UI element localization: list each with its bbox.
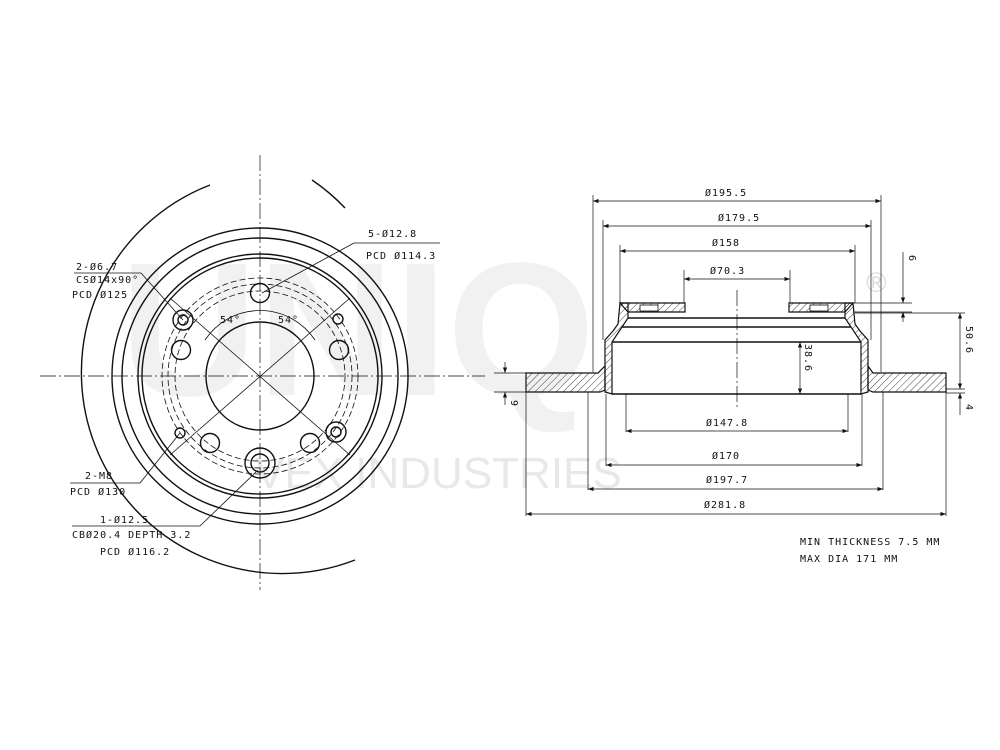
note-max-dia: MAX DIA 171 MM <box>800 554 898 565</box>
counterbore-hole <box>244 447 276 479</box>
extension-lines <box>525 195 947 516</box>
dim-d4: Ø70.3 <box>710 265 745 277</box>
lug-hole <box>249 282 271 304</box>
callout-lug-holes: 5-Ø12.8 PCD Ø114.3 <box>261 228 440 294</box>
svg-text:PCD Ø130: PCD Ø130 <box>70 486 126 498</box>
dim-d6: Ø170 <box>712 450 740 462</box>
svg-text:PCD Ø114.3: PCD Ø114.3 <box>366 250 436 262</box>
svg-text:2-M8: 2-M8 <box>85 471 113 482</box>
dim-top-flange: 6 <box>906 255 917 262</box>
dim-rotor-thickness: 9 <box>508 400 519 407</box>
dim-d8: Ø281.8 <box>704 499 746 511</box>
dim-d2: Ø179.5 <box>718 212 760 224</box>
countersink-hole <box>172 309 194 331</box>
angle-label-right: 54° <box>278 315 299 326</box>
angle-label-left: 54° <box>220 315 241 326</box>
svg-text:PCD Ø125: PCD Ø125 <box>72 289 128 301</box>
countersink-hole-inner <box>177 314 189 326</box>
svg-text:CSØ14x90°: CSØ14x90° <box>76 274 139 286</box>
notes: MIN THICKNESS 7.5 MM MAX DIA 171 MM <box>800 537 940 565</box>
rotor-plate-right <box>867 364 947 393</box>
m8-hole <box>332 313 344 325</box>
svg-text:5-Ø12.8: 5-Ø12.8 <box>368 228 417 240</box>
dim-overall-height: 50.6 <box>963 326 974 354</box>
front-view: 54° 54° 2-Ø6.7 CSØ14x90° PCD Ø125 5-Ø12.… <box>40 155 485 590</box>
rotor-outer-arc-top <box>311 179 346 209</box>
watermark-company: VEX INDUSTRIES <box>255 449 622 498</box>
lug-hole <box>299 432 321 454</box>
hat-wall-left <box>604 302 629 395</box>
callout-counterbore: 1-Ø12.5 CBØ20.4 DEPTH 3.2 PCD Ø116.2 <box>72 469 259 558</box>
rotor-outer-arc <box>80 184 356 575</box>
dim-d7: Ø197.7 <box>706 474 748 486</box>
dim-d3: Ø158 <box>712 237 740 249</box>
section-view: Ø195.5 Ø179.5 Ø158 Ø70.3 Ø147.8 Ø170 Ø19… <box>494 187 974 517</box>
lug-hole <box>328 339 350 361</box>
diag-centerline-2 <box>169 297 351 456</box>
svg-text:1-Ø12.5: 1-Ø12.5 <box>100 514 149 526</box>
svg-text:2-Ø6.7: 2-Ø6.7 <box>76 261 118 273</box>
hat-wall-right <box>844 302 869 395</box>
watermark-logo: UNIQ <box>120 224 595 436</box>
watermark: UNIQ ® VEX INDUSTRIES <box>120 224 887 498</box>
dim-offset: 4 <box>963 404 974 411</box>
countersink-hole <box>325 421 347 443</box>
registered-mark: ® <box>866 267 887 298</box>
angle-arc <box>204 310 316 341</box>
callout-m8: 2-M8 PCD Ø130 <box>70 432 181 498</box>
svg-text:CBØ20.4 DEPTH 3.2: CBØ20.4 DEPTH 3.2 <box>72 529 191 541</box>
dim-d1: Ø195.5 <box>705 187 747 199</box>
flange-hole-left <box>639 304 659 312</box>
note-min-thickness: MIN THICKNESS 7.5 MM <box>800 537 940 548</box>
counterbore-hole-inner <box>250 453 270 473</box>
dim-hat-depth: 38.6 <box>802 344 813 372</box>
lug-hole <box>170 339 192 361</box>
flange-hole-right <box>809 304 829 312</box>
svg-text:PCD Ø116.2: PCD Ø116.2 <box>100 546 170 558</box>
dim-d5: Ø147.8 <box>706 417 748 429</box>
callout-countersink: 2-Ø6.7 CSØ14x90° PCD Ø125 <box>72 261 184 321</box>
lug-hole <box>199 432 221 454</box>
countersink-hole-inner <box>330 426 342 438</box>
m8-hole <box>174 427 186 439</box>
